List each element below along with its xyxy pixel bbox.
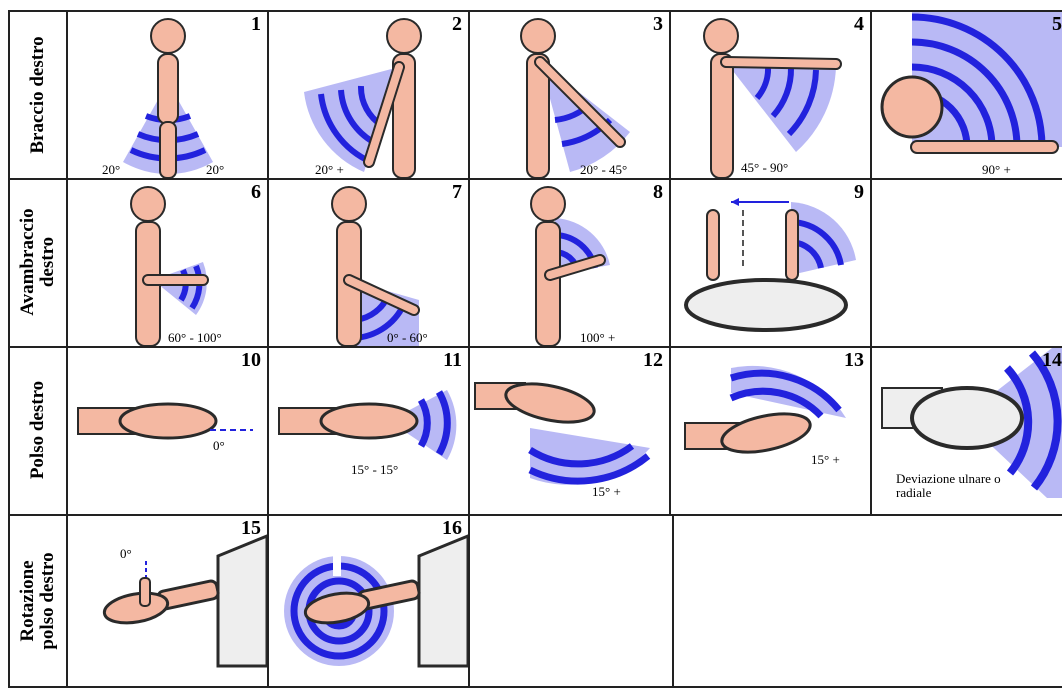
angle-label: 20° bbox=[206, 162, 224, 178]
angle-label: 0° bbox=[213, 438, 225, 454]
figure-wrist-small-range bbox=[269, 348, 468, 514]
figure-forearm-mid bbox=[68, 180, 267, 346]
cell-6: 6 60° - 100° bbox=[68, 180, 267, 346]
cell-number: 5 bbox=[1052, 13, 1062, 36]
figure-forearm-top-view bbox=[671, 180, 870, 346]
angle-label: 15° - 15° bbox=[351, 462, 398, 478]
figure-arm-raised bbox=[671, 12, 870, 178]
grid-line bbox=[870, 10, 872, 514]
cell-3: 3 20° - 45° bbox=[470, 12, 669, 178]
cell-number: 1 bbox=[251, 13, 261, 36]
cell-number: 3 bbox=[653, 13, 663, 36]
cell-number: 12 bbox=[643, 349, 663, 372]
cell-10: 10 0° bbox=[68, 348, 267, 514]
angle-label: 20° bbox=[102, 162, 120, 178]
grid-line bbox=[8, 10, 1062, 12]
grid-line bbox=[267, 10, 269, 688]
cell-number: 9 bbox=[854, 181, 864, 204]
cell-15: 15 0° bbox=[68, 516, 267, 688]
cell-9: 9 bbox=[671, 180, 870, 346]
angle-label: 100° + bbox=[580, 330, 615, 346]
grid-line bbox=[8, 514, 1062, 516]
cell-16: 16 bbox=[269, 516, 468, 688]
cell-number: 2 bbox=[452, 13, 462, 36]
figure-wrist-flexion bbox=[470, 348, 669, 514]
grid-line bbox=[8, 178, 1062, 180]
cell-number: 4 bbox=[854, 13, 864, 36]
cell-number: 8 bbox=[653, 181, 663, 204]
cell-number: 16 bbox=[442, 517, 462, 540]
deviation-label: Deviazione ulnare o radiale bbox=[896, 472, 1006, 500]
angle-label: 60° - 100° bbox=[168, 330, 222, 346]
row-label: Avambraccio destro bbox=[18, 187, 58, 337]
cell-13: 13 15° + bbox=[671, 348, 870, 514]
row-header-rotazione: Rotazione polso destro bbox=[10, 514, 66, 688]
row-label: Polso destro bbox=[28, 381, 48, 479]
cell-5: 5 90° + bbox=[872, 12, 1062, 178]
figure-forearm-low bbox=[269, 180, 468, 346]
cell-number: 13 bbox=[844, 349, 864, 372]
figure-arm-back bbox=[269, 12, 468, 178]
grid-line bbox=[672, 514, 674, 688]
figure-arm-forward bbox=[470, 12, 669, 178]
figure-wrist-rotation-range bbox=[269, 516, 468, 688]
angle-label: 20° - 45° bbox=[580, 162, 627, 178]
grid-line bbox=[66, 10, 68, 688]
angle-label: 0° bbox=[120, 546, 132, 562]
angle-label: 15° + bbox=[811, 452, 840, 468]
cell-number: 15 bbox=[241, 517, 261, 540]
cell-14: 14 Deviazione ulnare o radiale bbox=[872, 348, 1062, 514]
figure-wrist-extension bbox=[671, 348, 870, 514]
cell-number: 11 bbox=[443, 349, 462, 372]
cell-number: 7 bbox=[452, 181, 462, 204]
angle-label: 90° + bbox=[982, 162, 1011, 178]
grid-line bbox=[468, 10, 470, 688]
angle-label: 15° + bbox=[592, 484, 621, 500]
cell-2: 2 20° + bbox=[269, 12, 468, 178]
angle-label: 45° - 90° bbox=[741, 160, 788, 176]
row-header-braccio: Braccio destro bbox=[10, 12, 66, 178]
cell-7: 7 0° - 60° bbox=[269, 180, 468, 346]
cell-8: 8 100° + bbox=[470, 180, 669, 346]
row-label: Braccio destro bbox=[28, 36, 48, 153]
cell-11: 11 15° - 15° bbox=[269, 348, 468, 514]
grid-line bbox=[669, 10, 671, 514]
cell-number: 6 bbox=[251, 181, 261, 204]
figure-arm-overhead bbox=[872, 12, 1062, 178]
grid-line bbox=[8, 10, 10, 688]
figure-wrist-rotation-neutral bbox=[68, 516, 267, 688]
row-header-avambraccio: Avambraccio destro bbox=[10, 178, 66, 346]
figure-arm-both-sides bbox=[68, 12, 267, 178]
angle-label: 20° + bbox=[315, 162, 344, 178]
grid-line bbox=[8, 346, 1062, 348]
figure-wrist-neutral bbox=[68, 348, 267, 514]
row-header-polso: Polso destro bbox=[10, 346, 66, 514]
cell-1: 1 20° 20° bbox=[68, 12, 267, 178]
cell-number: 10 bbox=[241, 349, 261, 372]
cell-4: 4 45° - 90° bbox=[671, 12, 870, 178]
figure-forearm-high bbox=[470, 180, 669, 346]
row-label: Rotazione polso destro bbox=[18, 541, 58, 661]
angle-label: 0° - 60° bbox=[387, 330, 428, 346]
cell-12: 12 15° + bbox=[470, 348, 669, 514]
cell-number: 14 bbox=[1042, 349, 1062, 372]
